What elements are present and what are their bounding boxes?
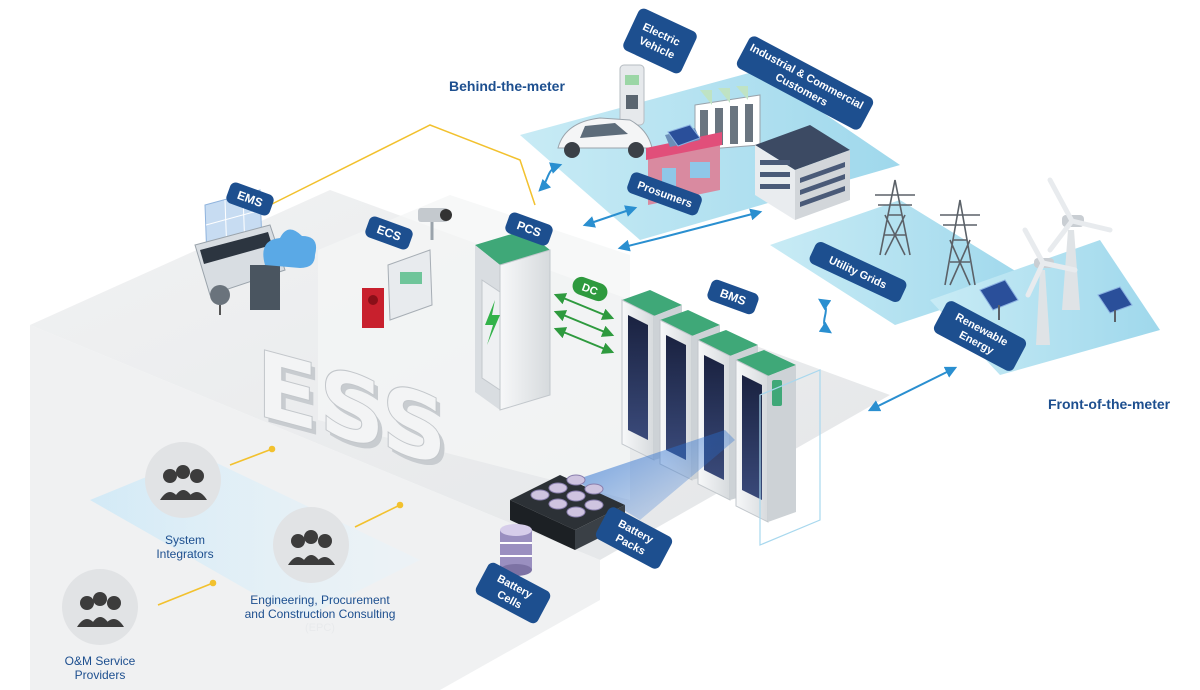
zoom-beam <box>575 430 735 520</box>
ems-pcs-link <box>269 124 536 206</box>
epc-label: Engineering, Procurement and Constructio… <box>225 593 415 634</box>
car-icon <box>557 117 653 158</box>
people-group-icon <box>273 507 349 583</box>
front-of-the-meter-label: Front-of-the-meter <box>1048 396 1171 412</box>
power-flow-arrows <box>538 162 958 412</box>
fire-panel-icon <box>362 249 433 328</box>
battery-cell-icon <box>500 524 532 576</box>
svg-text:DC: DC <box>580 282 599 299</box>
tag-ems: EMS <box>226 182 274 216</box>
solar-panel-icon <box>667 124 1133 322</box>
tag-battery-cells: Battery Cells <box>475 562 551 624</box>
system-integrators-line1: System <box>164 533 205 547</box>
epc-line1: Engineering, Procurement <box>250 593 390 607</box>
cloud-icon <box>263 229 317 268</box>
tag-ev: Electric Vehicle <box>623 8 697 74</box>
om-line1: O&M Service <box>64 654 136 668</box>
system-integrators-line2: Integrators <box>156 546 214 561</box>
people-group-icon <box>145 442 221 518</box>
pcs-cabinet-icon <box>475 230 551 411</box>
epc-sub: (EPC) <box>305 621 335 634</box>
om-label: O&M Service Providers <box>50 654 150 683</box>
behind-the-meter-label: Behind-the-meter <box>449 78 565 94</box>
dc-badge: DC <box>572 276 608 302</box>
tag-ecs: ECS <box>365 216 413 250</box>
system-integrators-label: System Integrators <box>135 533 235 562</box>
cctv-camera-icon <box>418 208 452 240</box>
building-icon <box>755 125 850 220</box>
om-line2: Providers <box>74 667 126 682</box>
wind-turbine-icon <box>1022 177 1113 345</box>
stakeholder-links <box>157 445 404 606</box>
tag-battery-packs: Battery Packs <box>595 507 673 569</box>
tag-pcs: PCS <box>505 212 553 246</box>
tag-bms: BMS <box>707 279 759 315</box>
people-group-icon <box>62 569 138 645</box>
dc-arrows <box>553 293 615 354</box>
epc-line2: and Construction Consulting <box>244 606 396 621</box>
power-tower-icon <box>875 179 980 286</box>
ev-charger-icon <box>619 64 645 126</box>
